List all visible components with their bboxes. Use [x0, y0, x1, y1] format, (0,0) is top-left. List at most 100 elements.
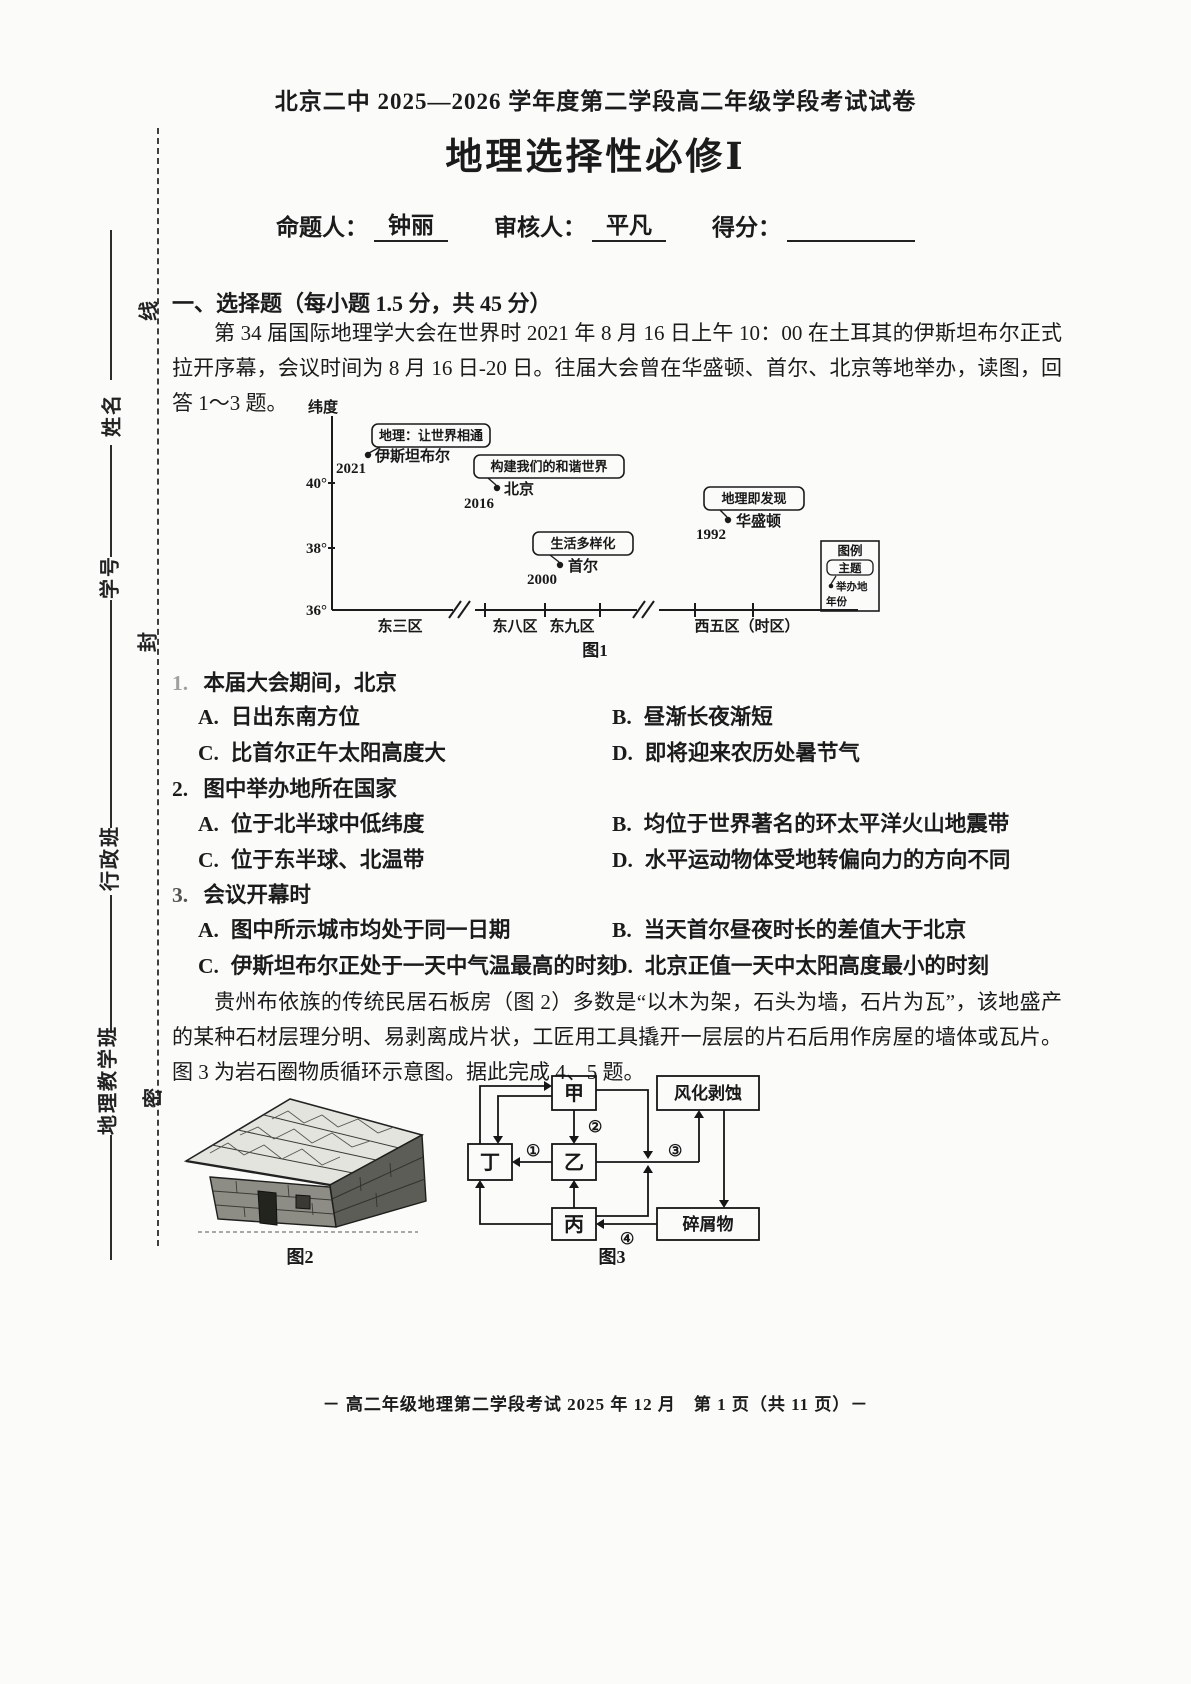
seal-char-feng: 封 — [137, 630, 160, 652]
question-2-text: 图中举办地所在国家 — [203, 777, 397, 801]
zone-label-east3: 东三区 — [377, 617, 422, 635]
score-label: 得分： — [712, 215, 781, 240]
seal-char-mi: 密 — [142, 1086, 165, 1108]
box-jia: 甲 — [564, 1083, 584, 1105]
zone-label-east8: 东八区 — [492, 617, 537, 635]
question-3-text: 会议开幕时 — [203, 883, 311, 907]
question-3-number: 3. — [172, 883, 189, 907]
y-tick-38: 38° — [306, 541, 327, 557]
y-axis-title: 纬度 — [308, 398, 339, 416]
q1-option-d-text: 即将迎来农历处暑节气 — [644, 741, 860, 765]
q1-option-b-label: B. — [612, 705, 632, 729]
figure1-caption: 图1 — [582, 641, 608, 660]
reviewer-name: 平凡 — [592, 206, 666, 242]
city-label-istanbul: 伊斯坦布尔 — [374, 447, 450, 465]
reviewer-label: 审核人： — [494, 215, 586, 240]
exam-meta-line: 命题人：钟丽 审核人：平凡 得分： — [0, 206, 1191, 242]
q1-option-d: D.即将迎来农历处暑节气 — [612, 736, 860, 767]
geo-class-field-label: 地理教学班 — [97, 1025, 120, 1135]
q2-option-b: B. 均位于世界著名的环太平洋火山地震带 — [612, 807, 1009, 838]
question-1-stem: 1. 本届大会期间，北京 — [172, 666, 397, 697]
q1-option-c-text: 比首尔正午太阳高度大 — [230, 741, 446, 765]
seal-dashed-line — [157, 128, 159, 1246]
q2-option-b-label: B. — [612, 812, 632, 836]
seal-blank-rule — [110, 445, 112, 557]
point-seoul: 生活多样化 2000 首尔 — [527, 531, 634, 588]
y-tick-36: 36° — [306, 603, 327, 619]
q3-option-b: B. 当天首尔昼夜时长的差值大于北京 — [612, 913, 966, 944]
question-3-stem: 3. 会议开幕时 — [172, 878, 311, 909]
q3-option-d-label: D. — [612, 954, 633, 978]
city-label-seoul: 首尔 — [568, 557, 598, 575]
score-blank — [787, 216, 915, 242]
year-label-beijing: 2016 — [464, 496, 495, 512]
q2-option-a: A.位于北半球中低纬度 — [198, 807, 424, 838]
q3-option-d-text: 北京正值一天中太阳高度最小的时刻 — [644, 954, 989, 978]
q2-option-b-text: 均位于世界著名的环太平洋火山地震带 — [643, 812, 1010, 836]
box-debris: 碎屑物 — [683, 1214, 734, 1234]
setter-name: 钟丽 — [374, 206, 448, 242]
q3-option-c: C. 伊斯坦布尔正处于一天中气温最高的时刻 — [198, 949, 618, 980]
q2-option-d-text: 水平运动物体受地转偏向力的方向不同 — [644, 848, 1011, 872]
year-label-seoul: 2000 — [527, 572, 557, 588]
house-front-wall — [209, 1176, 337, 1228]
q2-option-c-label: C. — [198, 848, 219, 872]
theme-callout-washington: 地理即发现 — [721, 491, 786, 506]
theme-callout-istanbul: 地理：让世界相通 — [379, 428, 483, 443]
seal-char-xian: 线 — [138, 299, 161, 321]
arrow-label-2: ② — [588, 1119, 602, 1136]
q3-option-b-label: B. — [612, 918, 632, 942]
question-1-text: 本届大会期间，北京 — [203, 671, 397, 695]
q1-option-c: C. 比首尔正午太阳高度大 — [198, 736, 446, 767]
house-window — [295, 1194, 311, 1210]
q1-option-c-label: C. — [198, 741, 219, 765]
year-label-istanbul: 2021 — [336, 461, 366, 477]
question-2-stem: 2. 图中举办地所在国家 — [172, 772, 397, 803]
figure3-rock-cycle-diagram: 甲 风化剥蚀 丁 乙 丙 碎屑物 — [467, 1075, 760, 1266]
q3-option-a: A.图中所示城市均处于同一日期 — [198, 913, 510, 944]
setter-label: 命题人： — [276, 215, 368, 240]
figure3-flow-lines — [479, 1085, 725, 1225]
legend-host-label: 举办地 — [835, 580, 868, 593]
exam-header-line: 北京二中 2025—2026 学年度第二学段高二年级学段考试试卷 — [274, 89, 917, 114]
q3-option-a-text: 图中所示城市均处于同一日期 — [230, 918, 511, 942]
theme-callout-beijing: 构建我们的和谐世界 — [490, 459, 607, 474]
house-door — [257, 1190, 278, 1226]
page-title: 地理选择性必修Ⅰ — [445, 137, 746, 178]
seal-blank-rule — [110, 600, 112, 828]
seal-blank-rule — [110, 895, 112, 1033]
box-yi: 乙 — [564, 1152, 584, 1174]
q1-option-b-text: 昼渐长夜渐短 — [643, 705, 773, 729]
q3-option-d: D. 北京正值一天中太阳高度最小的时刻 — [612, 949, 989, 980]
legend-year-label: 年份 — [826, 595, 847, 608]
section-heading: 一、选择题（每小题 1.5 分，共 45 分） — [172, 291, 552, 316]
question-1-number: 1. — [172, 671, 189, 695]
zone-label-west5: 西五区（时区） — [694, 617, 799, 635]
page-footer: － 高二年级地理第二学段考试 2025 年 12 月 第 1 页（共 11 页）… — [322, 1395, 869, 1414]
student-id-field-label: 学号 — [99, 555, 122, 599]
y-tick-40: 40° — [306, 476, 327, 492]
q3-option-b-text: 当天首尔昼夜时长的差值大于北京 — [643, 918, 967, 942]
box-weathering: 风化剥蚀 — [674, 1083, 742, 1103]
question-2-number: 2. — [172, 777, 189, 801]
q3-option-c-text: 伊斯坦布尔正处于一天中气温最高的时刻 — [230, 954, 618, 978]
point-washington: 地理即发现 1992 华盛顿 — [696, 486, 805, 543]
q2-option-d-label: D. — [612, 848, 633, 872]
zone-label-east9: 东九区 — [549, 617, 594, 635]
q2-option-c-text: 位于东半球、北温带 — [230, 848, 425, 872]
q1-option-a: A.日出东南方位 — [198, 700, 360, 731]
arrow-label-4: ④ — [620, 1231, 634, 1248]
q1-option-a-label: A. — [198, 705, 219, 729]
name-field-label: 姓名 — [101, 393, 124, 437]
figure3-arrowheads — [475, 1081, 729, 1229]
q2-option-c: C. 位于东半球、北温带 — [198, 843, 424, 874]
arrow-label-3: ③ — [668, 1143, 682, 1160]
point-beijing: 构建我们的和谐世界 2016 北京 — [464, 454, 625, 512]
q3-option-c-label: C. — [198, 954, 219, 978]
city-label-beijing: 北京 — [504, 480, 534, 498]
box-ding: 丁 — [480, 1152, 500, 1174]
box-bing: 丙 — [564, 1214, 584, 1236]
legend-theme-label: 主题 — [839, 561, 862, 575]
arrow-label-1: ① — [526, 1143, 540, 1160]
